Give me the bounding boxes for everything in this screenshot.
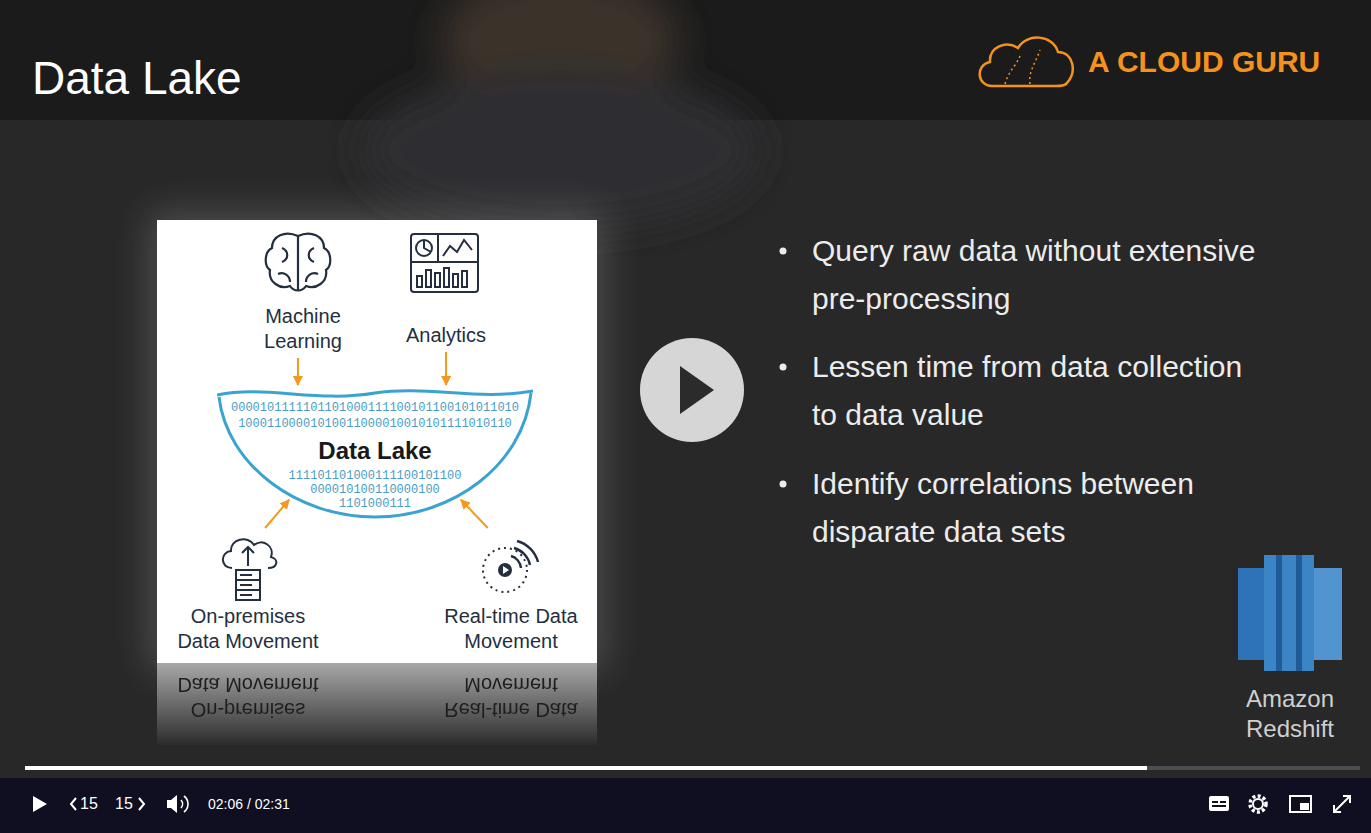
binary-row: 0000101111101101000111100101100101011010 (231, 401, 519, 415)
server-rack (236, 570, 260, 600)
bullet-dot (780, 481, 787, 488)
captions-line (1220, 801, 1226, 803)
flow-arrow (297, 358, 299, 385)
skip-seconds: 15 (80, 795, 98, 813)
brain-folds (278, 236, 318, 290)
upload-cloud (223, 539, 276, 568)
fullscreen-icon (1334, 796, 1350, 812)
bar (417, 276, 422, 287)
binary-row: 1101000111 (339, 497, 411, 511)
signal-arcs (511, 541, 538, 568)
bar (453, 274, 458, 287)
pip-icon (1290, 796, 1311, 812)
bullet-text: Identify correlations between disparate … (812, 460, 1267, 556)
icon-node: On-premises Data Movement (170, 532, 326, 654)
service-name: Amazon Redshift (1225, 684, 1355, 744)
flow-arrow (461, 500, 488, 528)
forward-chevron (139, 798, 144, 810)
lake-surface (217, 391, 533, 396)
node-label: Real-time Data Movement (428, 604, 594, 654)
bar (426, 270, 431, 287)
logo-cloud (980, 38, 1073, 86)
bullet-dot (780, 248, 787, 255)
binary-row: 111101101000111100101100 (289, 469, 462, 483)
reflection-text: On-premises Data Movement (170, 672, 326, 722)
node-label: On-premises Data Movement (170, 604, 326, 654)
settings-gear (1253, 799, 1263, 809)
node-label: Analytics (386, 323, 506, 348)
binary-row: 000010100110000100 (310, 483, 440, 497)
pie-chart (416, 240, 432, 256)
logo-text: A CLOUD GURU (1088, 44, 1320, 80)
play-dot (498, 563, 512, 577)
play-overlay (640, 338, 744, 442)
dotted-ring (483, 548, 527, 592)
flow-arrow (445, 352, 447, 385)
flow-arrow (265, 500, 289, 528)
captions-icon (1209, 796, 1229, 811)
bullet-text: Query raw data without extensive pre-pro… (812, 227, 1267, 323)
binary-row: 10001100001010011000010010101111010110 (238, 417, 512, 431)
settings-gear (1250, 796, 1266, 812)
reflection-text: Real-time Data Movement (428, 672, 594, 722)
icon-node: Machine Learning (233, 233, 373, 354)
upload-arrow (242, 547, 254, 566)
analytics-icon (411, 234, 478, 292)
bullet-dot (780, 364, 787, 371)
play-icon (33, 796, 47, 812)
bullet-text: Lessen time from data collection to data… (812, 343, 1267, 439)
dashboard-frame (411, 234, 478, 292)
pip-inner (1300, 803, 1309, 810)
line-chart (443, 240, 472, 256)
onprem-icon (223, 539, 276, 600)
icon-node: Real-time Data Movement (428, 532, 594, 654)
play-mark (503, 566, 509, 574)
redshift-column (1314, 568, 1342, 660)
icon-node: Analytics (386, 233, 506, 348)
redshift-stripe (1276, 555, 1282, 671)
bar (462, 271, 467, 287)
pie-wedge (424, 240, 431, 252)
redshift-column (1238, 568, 1264, 660)
captions-line (1212, 801, 1218, 803)
lake-label: Data Lake (312, 437, 437, 465)
dashboard-dividers (411, 234, 478, 262)
slide-title: Data Lake (32, 50, 242, 106)
lake-body (219, 393, 531, 517)
bar (444, 268, 449, 287)
skip-seconds: 15 (115, 795, 133, 813)
server-slots (236, 575, 260, 595)
captions-line (1212, 805, 1226, 807)
rewind-chevron (71, 798, 76, 810)
logo-cloud-detail (1005, 50, 1040, 84)
play-triangle (680, 366, 714, 414)
progress-played (25, 766, 1147, 770)
redshift-column (1264, 555, 1314, 671)
progress-track (25, 766, 1360, 770)
time-display: 02:06 / 02:31 (208, 796, 290, 813)
realtime-icon (483, 541, 538, 592)
node-label: Machine Learning (233, 304, 373, 354)
presenter-blur (360, 0, 760, 230)
volume-waves (181, 796, 188, 812)
bar (435, 273, 440, 287)
redshift-icon (1238, 555, 1342, 671)
brain-icon (266, 234, 331, 291)
presenter-shape (360, 70, 760, 230)
control-bar (0, 778, 1371, 833)
brain-outline (266, 234, 331, 291)
redshift-stripe (1296, 555, 1302, 671)
volume-icon (167, 795, 177, 813)
